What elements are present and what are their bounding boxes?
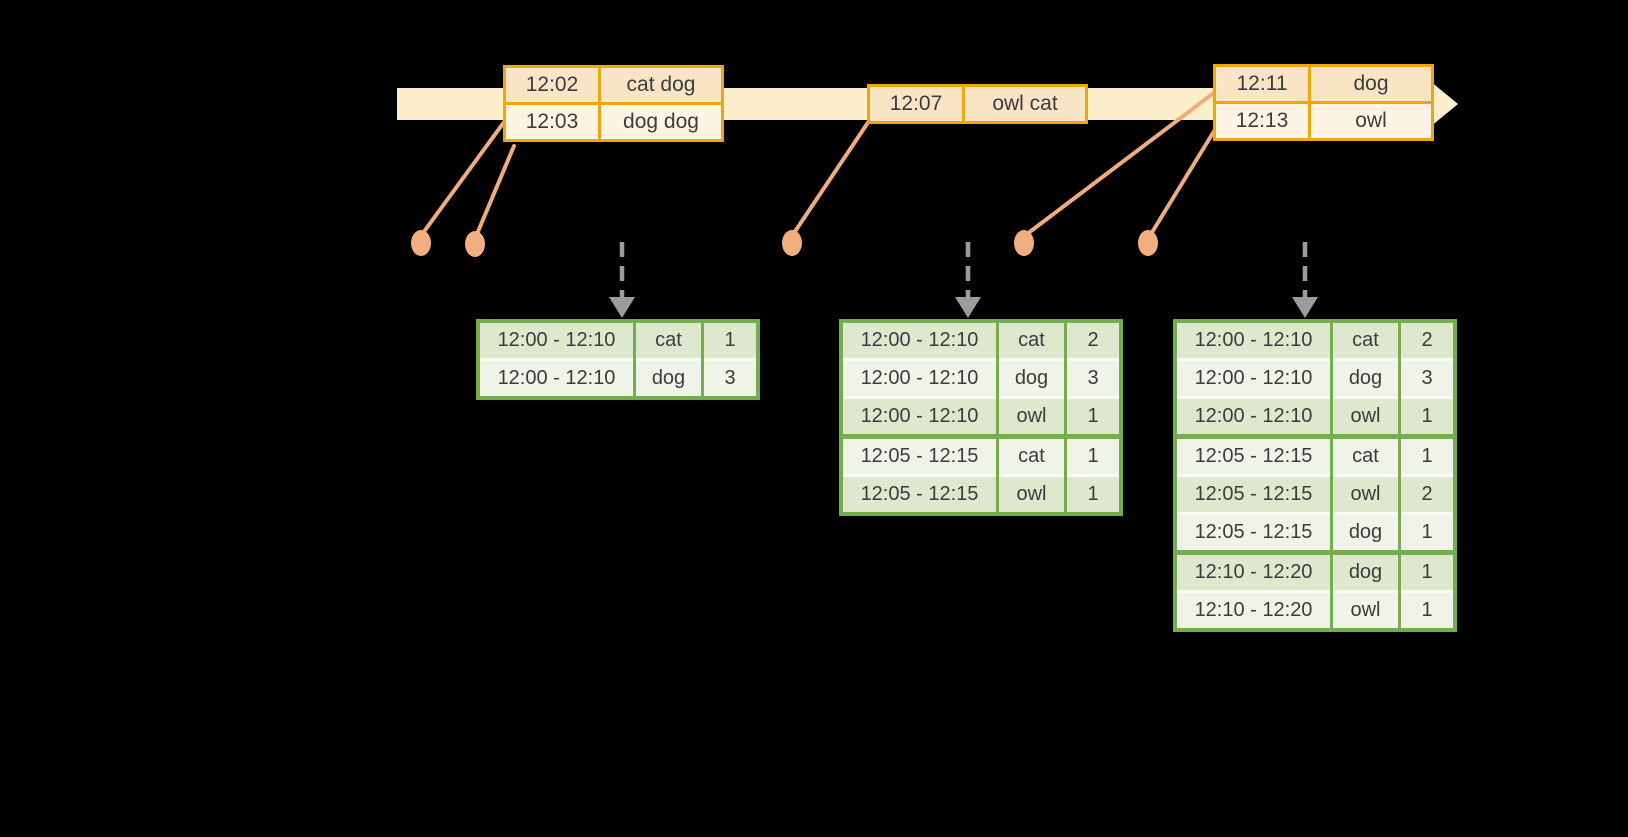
window-cell: 12:00 - 12:10: [478, 358, 635, 398]
connector-line: [421, 116, 509, 235]
event-time: 12:11: [1213, 64, 1311, 104]
count-cell: 1: [1064, 434, 1121, 476]
result-row: 12:00 - 12:10 owl 1: [1175, 396, 1455, 437]
result-row: 12:05 - 12:15 cat 1: [841, 434, 1121, 476]
window-cell: 12:10 - 12:20: [1175, 590, 1332, 630]
result-table: 12:00 - 12:10 cat 1 12:00 - 12:10 dog 3: [476, 319, 760, 400]
word-cell: cat: [1330, 321, 1400, 360]
event-words: owl cat: [962, 84, 1088, 124]
event-time: 12:07: [867, 84, 965, 124]
count-cell: 2: [1398, 474, 1455, 514]
event-row: 12:02 cat dog: [503, 65, 724, 105]
event-time: 12:03: [503, 102, 601, 142]
result-row: 12:00 - 12:10 dog 3: [478, 358, 758, 398]
event-table: 12:02 cat dog 12:03 dog dog: [503, 65, 724, 142]
connector-line: [792, 119, 871, 235]
connector-line: [1025, 90, 1217, 236]
event-time: 12:13: [1213, 101, 1311, 141]
word-cell: dog: [1330, 550, 1400, 592]
word-cell: dog: [633, 358, 703, 398]
result-row: 12:00 - 12:10 dog 3: [841, 358, 1121, 398]
window-cell: 12:00 - 12:10: [841, 321, 998, 360]
event-dot: [465, 231, 485, 257]
count-cell: 1: [1398, 512, 1455, 553]
result-row: 12:10 - 12:20 dog 1: [1175, 550, 1455, 592]
result-row: 12:00 - 12:10 dog 3: [1175, 358, 1455, 398]
event-dot: [1014, 230, 1034, 256]
event-words: dog dog: [598, 102, 724, 142]
count-cell: 2: [1064, 321, 1121, 360]
count-cell: 1: [1398, 550, 1455, 592]
event-table: 12:11 dog 12:13 owl: [1213, 64, 1434, 141]
window-cell: 12:05 - 12:15: [841, 474, 998, 514]
event-words: cat dog: [598, 65, 724, 105]
window-cell: 12:10 - 12:20: [1175, 550, 1332, 592]
result-row: 12:00 - 12:10 cat 1: [478, 321, 758, 360]
count-cell: 2: [1398, 321, 1455, 360]
event-row: 12:03 dog dog: [503, 102, 724, 142]
count-cell: 1: [1398, 434, 1455, 476]
window-cell: 12:00 - 12:10: [1175, 396, 1332, 437]
window-cell: 12:00 - 12:10: [841, 358, 998, 398]
event-row: 12:11 dog: [1213, 64, 1434, 104]
window-cell: 12:00 - 12:10: [1175, 358, 1332, 398]
count-cell: 1: [701, 321, 758, 360]
window-cell: 12:05 - 12:15: [1175, 474, 1332, 514]
result-row: 12:05 - 12:15 owl 2: [1175, 474, 1455, 514]
word-cell: owl: [1330, 396, 1400, 437]
result-row: 12:05 - 12:15 dog 1: [1175, 512, 1455, 553]
word-cell: owl: [996, 474, 1066, 514]
result-row: 12:10 - 12:20 owl 1: [1175, 590, 1455, 630]
event-table: 12:07 owl cat: [867, 84, 1088, 124]
window-cell: 12:00 - 12:10: [1175, 321, 1332, 360]
event-words: dog: [1308, 64, 1434, 104]
count-cell: 1: [1064, 474, 1121, 514]
event-dot: [411, 230, 431, 256]
result-table: 12:00 - 12:10 cat 2 12:00 - 12:10 dog 3 …: [1173, 319, 1457, 632]
event-dot: [782, 230, 802, 256]
window-cell: 12:00 - 12:10: [478, 321, 635, 360]
word-cell: cat: [1330, 434, 1400, 476]
word-cell: owl: [996, 396, 1066, 437]
word-cell: dog: [1330, 358, 1400, 398]
event-words: owl: [1308, 101, 1434, 141]
trigger-arrow-icon: [955, 297, 981, 318]
event-row: 12:07 owl cat: [867, 84, 1088, 124]
word-cell: cat: [996, 434, 1066, 476]
count-cell: 3: [1398, 358, 1455, 398]
window-cell: 12:05 - 12:15: [1175, 512, 1332, 553]
result-table: 12:00 - 12:10 cat 2 12:00 - 12:10 dog 3 …: [839, 319, 1123, 516]
result-row: 12:05 - 12:15 cat 1: [1175, 434, 1455, 476]
word-cell: cat: [996, 321, 1066, 360]
result-row: 12:05 - 12:15 owl 1: [841, 474, 1121, 514]
count-cell: 3: [701, 358, 758, 398]
count-cell: 1: [1398, 590, 1455, 630]
event-time: 12:02: [503, 65, 601, 105]
window-cell: 12:05 - 12:15: [1175, 434, 1332, 476]
word-cell: owl: [1330, 590, 1400, 630]
trigger-arrow-icon: [609, 297, 635, 318]
count-cell: 1: [1398, 396, 1455, 437]
event-row: 12:13 owl: [1213, 101, 1434, 141]
window-cell: 12:05 - 12:15: [841, 434, 998, 476]
result-row: 12:00 - 12:10 cat 2: [841, 321, 1121, 360]
result-row: 12:00 - 12:10 owl 1: [841, 396, 1121, 437]
result-row: 12:00 - 12:10 cat 2: [1175, 321, 1455, 360]
count-cell: 1: [1064, 396, 1121, 437]
word-cell: cat: [633, 321, 703, 360]
event-dot: [1138, 230, 1158, 256]
count-cell: 3: [1064, 358, 1121, 398]
connector-line: [475, 144, 516, 236]
word-cell: owl: [1330, 474, 1400, 514]
window-cell: 12:00 - 12:10: [841, 396, 998, 437]
trigger-arrow-icon: [1292, 297, 1318, 318]
connector-line: [1149, 126, 1218, 236]
word-cell: dog: [1330, 512, 1400, 553]
word-cell: dog: [996, 358, 1066, 398]
